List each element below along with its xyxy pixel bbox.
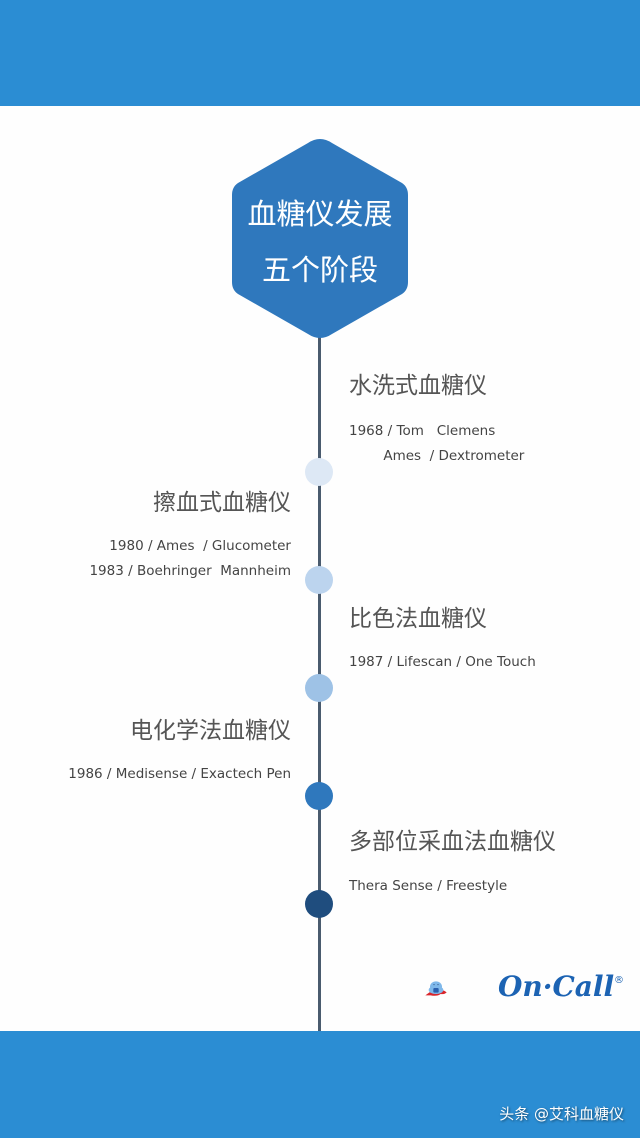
stage-1-dot bbox=[305, 458, 333, 486]
stage-4-dot bbox=[305, 782, 333, 810]
stage-1-details: 1968 / Tom Clemens Ames / Dextrometer bbox=[349, 423, 525, 464]
stage-5-details: Thera Sense / Freestyle bbox=[349, 878, 508, 894]
stage-3-details: 1987 / Lifescan / One Touch bbox=[349, 654, 536, 670]
title-line-1: 血糖仪发展 bbox=[247, 197, 393, 231]
header-bar bbox=[0, 0, 640, 106]
stage-4-title: 电化学法血糖仪 bbox=[130, 718, 291, 744]
stage-5-title: 多部位采血法血糖仪 bbox=[349, 829, 556, 855]
watermark: 头条 @艾科血糖仪 bbox=[499, 1105, 624, 1123]
title-hexagon bbox=[232, 139, 408, 338]
stage-3-title: 比色法血糖仪 bbox=[349, 606, 487, 632]
title-line-2: 五个阶段 bbox=[261, 253, 378, 287]
stage-4-details: 1986 / Medisense / Exactech Pen bbox=[68, 766, 291, 782]
stage-5-dot bbox=[305, 890, 333, 918]
footer-bar: 头条 @艾科血糖仪 bbox=[0, 1031, 640, 1138]
oncall-logo-text: On·Call bbox=[498, 970, 615, 1003]
stage-2-dot bbox=[305, 566, 333, 594]
oncall-mascot-icon bbox=[425, 981, 447, 996]
stage-2-details: 1980 / Ames / Glucometer 1983 / Boehring… bbox=[89, 538, 291, 579]
stage-2-title: 擦血式血糖仪 bbox=[153, 490, 291, 516]
stage-1-title: 水洗式血糖仪 bbox=[349, 373, 487, 399]
registered-mark: ® bbox=[614, 975, 624, 986]
stage-3-dot bbox=[305, 674, 333, 702]
title-text: 血糖仪发展 五个阶段 bbox=[230, 186, 410, 298]
